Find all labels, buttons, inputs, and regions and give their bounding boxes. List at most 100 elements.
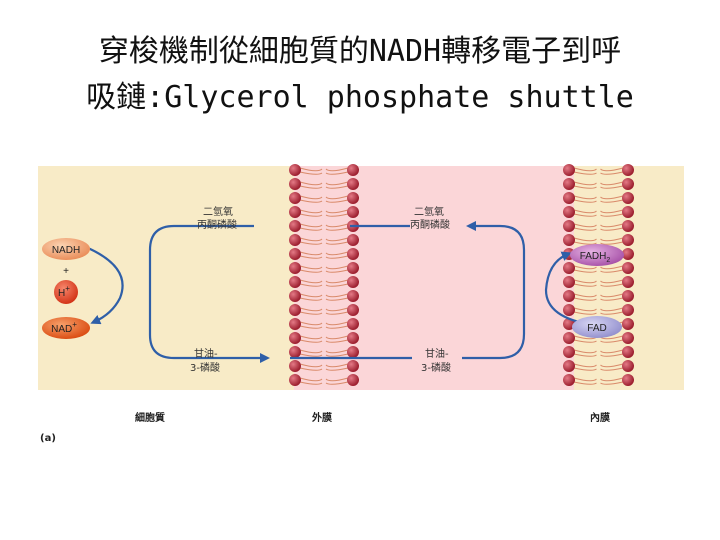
lipid-head	[622, 234, 634, 246]
lipid-tail	[325, 363, 349, 368]
lipid-tail	[600, 185, 624, 189]
inner-membrane-caption: 內膜	[590, 411, 610, 424]
lipid-head	[289, 360, 301, 372]
middle-dhap-label-line2: 丙酮磷酸	[410, 218, 450, 231]
lipid-tail	[573, 279, 597, 284]
lipid-tail	[600, 199, 624, 203]
lipid-tail	[600, 381, 624, 385]
lipid-tail	[325, 213, 349, 217]
lipid-tail	[325, 199, 349, 203]
lipid-head	[622, 276, 634, 288]
lipid-head	[563, 304, 575, 316]
lipid-tail	[325, 325, 349, 329]
lipid-tail	[600, 269, 624, 273]
lipid-tail	[299, 335, 323, 340]
lipid-tail	[325, 269, 349, 273]
lipid-head	[563, 374, 575, 386]
lipid-head	[622, 220, 634, 232]
fad-bubble	[572, 316, 622, 338]
lipid-tail	[600, 223, 624, 228]
fadh2-label: FADH2	[580, 251, 611, 264]
lipid-tail	[325, 279, 349, 284]
lipid-tail	[600, 241, 624, 245]
lipid-tail	[600, 209, 624, 214]
lipid-tail	[573, 265, 597, 270]
lipid-tail	[325, 293, 349, 298]
lipid-tail	[600, 237, 624, 242]
lipid-tail	[299, 283, 323, 287]
lipid-tail	[325, 349, 349, 354]
lipid-tail	[299, 185, 323, 189]
lipid-tail	[325, 241, 349, 245]
lipid-tail	[299, 307, 323, 312]
lipid-head	[563, 332, 575, 344]
lipid-head	[289, 234, 301, 246]
lipid-tail	[325, 339, 349, 343]
lipid-tail	[600, 307, 624, 312]
lipid-head	[289, 164, 301, 176]
lipid-tail	[325, 209, 349, 214]
lipid-tail	[573, 353, 597, 357]
lipid-tail	[325, 227, 349, 231]
lipid-tail	[325, 251, 349, 256]
lipid-tail	[299, 241, 323, 245]
lipid-tail	[600, 283, 624, 287]
lipid-tail	[325, 335, 349, 340]
lipid-head	[563, 164, 575, 176]
lipid-head	[289, 248, 301, 260]
lipid-tail	[573, 311, 597, 315]
lipid-tail	[325, 311, 349, 315]
lipid-tail	[325, 381, 349, 385]
lipid-head	[347, 318, 359, 330]
intermembrane-space-region	[294, 166, 574, 390]
lipid-head	[347, 290, 359, 302]
lipid-tail	[299, 265, 323, 270]
lipid-tail	[600, 311, 624, 315]
lipid-head	[563, 220, 575, 232]
lipid-tail	[325, 307, 349, 312]
lipid-tail	[299, 377, 323, 382]
lipid-head	[289, 192, 301, 204]
lipid-head	[622, 262, 634, 274]
lipid-head	[622, 206, 634, 218]
lipid-tail	[573, 237, 597, 242]
lipid-tail	[325, 171, 349, 175]
lipid-tail	[600, 297, 624, 301]
nadh-oxidation-arrow	[87, 246, 124, 325]
lipid-head	[289, 178, 301, 190]
lipid-tail	[299, 339, 323, 343]
lipid-tail	[600, 171, 624, 175]
lipid-tail	[573, 199, 597, 203]
lipid-tail	[299, 321, 323, 326]
lipid-head	[347, 374, 359, 386]
lipid-head	[622, 360, 634, 372]
lipid-tail	[299, 381, 323, 385]
lipid-head	[289, 290, 301, 302]
lipid-head	[563, 234, 575, 246]
lipid-tail	[325, 181, 349, 186]
lipid-tail	[299, 363, 323, 368]
lipid-tail	[573, 349, 597, 354]
lipid-tail	[600, 167, 624, 172]
lipid-head	[563, 262, 575, 274]
lipid-head	[622, 318, 634, 330]
lipid-head	[563, 346, 575, 358]
nad-plus-bubble	[42, 317, 90, 339]
h-plus-label: H+	[58, 284, 70, 299]
fad-label: FAD	[587, 323, 606, 334]
nadh-bubble	[42, 238, 90, 260]
lipid-head	[289, 262, 301, 274]
lipid-tail	[325, 367, 349, 371]
lipid-tail	[325, 353, 349, 357]
lipid-tail	[299, 237, 323, 242]
lipid-head	[289, 374, 301, 386]
lipid-head	[622, 192, 634, 204]
lipid-tail	[573, 293, 597, 298]
lipid-tail	[573, 381, 597, 385]
panel-label: (a)	[40, 433, 56, 444]
lipid-tail	[299, 251, 323, 256]
fadh2-bubble	[570, 244, 624, 266]
lipid-tail	[573, 167, 597, 172]
lipid-tail	[573, 195, 597, 200]
cytoplasm-region	[38, 166, 294, 390]
